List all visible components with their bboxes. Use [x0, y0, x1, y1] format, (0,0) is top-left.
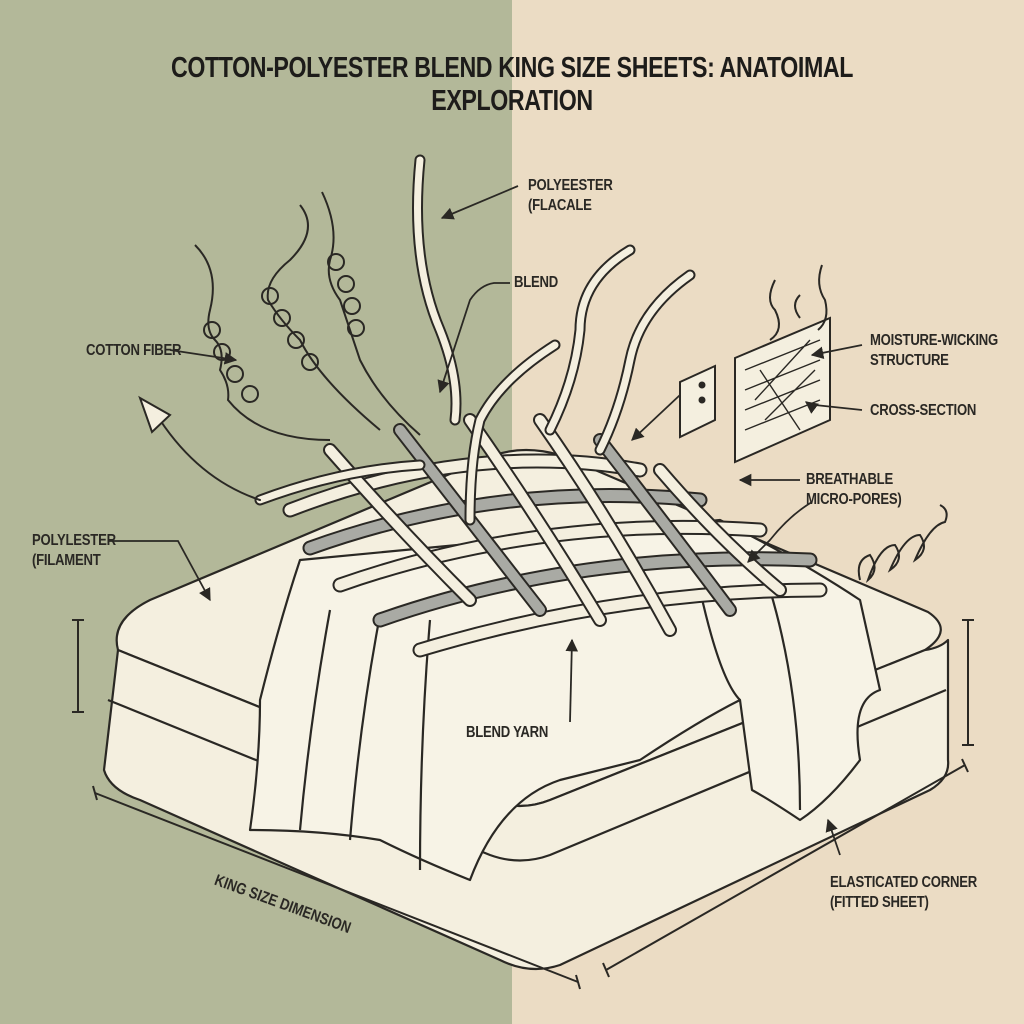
label-cotton-fiber: COTTON FIBER — [86, 342, 182, 359]
label-elasticated-corner: ELASTICATED CORNER (FITTED SHEET) — [830, 874, 977, 911]
dimension-lines — [72, 619, 974, 990]
label-breathable-micro-pores: BREATHABLE MICRO-PORES) — [806, 471, 902, 508]
label-polyester-flacale: POLYEESTER (FLACALE — [528, 177, 613, 214]
label-cross-section: CROSS-SECTION — [870, 402, 977, 419]
polyester-filaments — [159, 154, 696, 526]
label-blend: BLEND — [514, 274, 558, 291]
elastic-coil — [857, 504, 948, 584]
mattress-piping — [107, 688, 947, 862]
diagram-title: COTTON-POLYESTER BLEND KING SIZE SHEETS:… — [170, 52, 854, 117]
woven-yarn-grid — [282, 413, 828, 658]
cross-section-inset — [679, 316, 831, 464]
leader-lines — [108, 185, 863, 856]
label-moisture-wicking: MOISTURE-WICKING STRUCTURE — [870, 332, 998, 369]
cotton-fibers — [194, 191, 421, 441]
filament-arrow-head — [138, 395, 172, 434]
label-polyester-filament: POLYLESTER (FILAMENT — [32, 532, 116, 569]
moisture-wisps — [769, 264, 828, 341]
label-blend-yarn: BLEND YARN — [466, 724, 549, 741]
